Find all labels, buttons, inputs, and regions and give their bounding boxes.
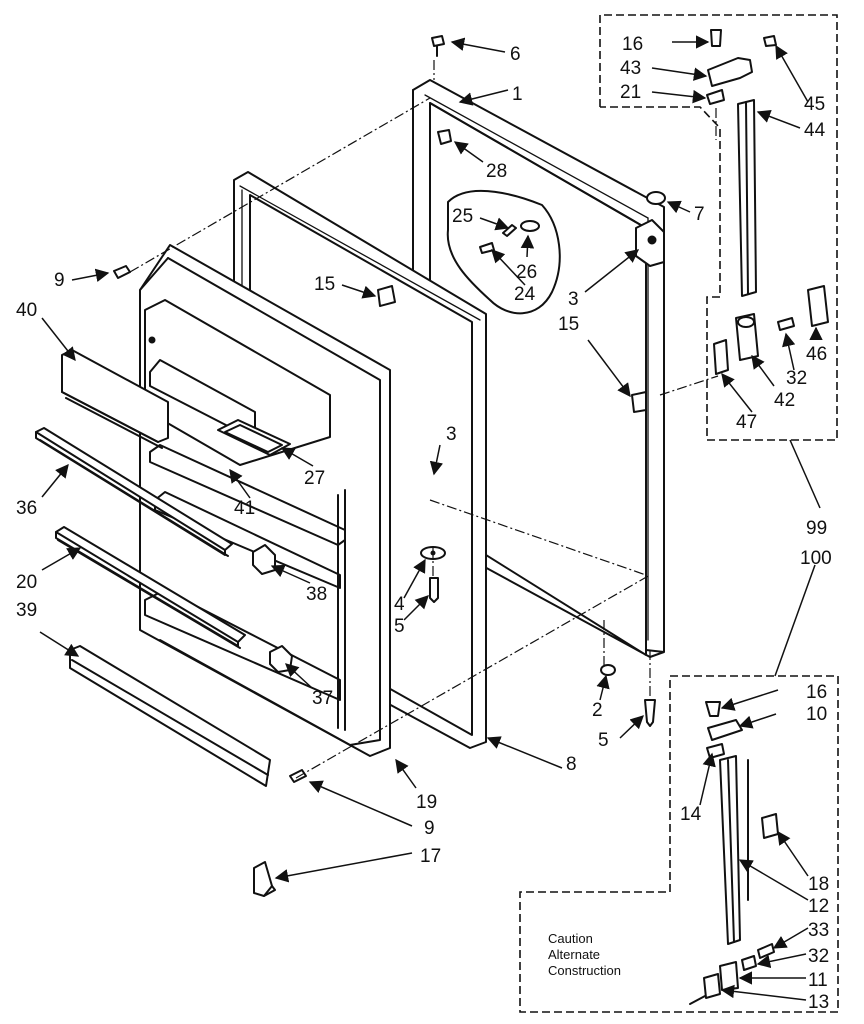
screw-5-right: [644, 699, 656, 727]
callout-32-lower: 32: [808, 946, 829, 967]
shelf-bar-20: [55, 526, 246, 649]
hinge-43: [707, 57, 753, 87]
spacer-47: [713, 339, 729, 375]
callout-40: 40: [16, 300, 37, 321]
caution-note: Caution Alternate Construction: [548, 931, 621, 978]
callout-37: 37: [312, 688, 333, 709]
callout-20: 20: [16, 572, 37, 593]
callout-43: 43: [620, 58, 641, 79]
plate-21: [706, 89, 725, 105]
cover-46: [807, 285, 829, 327]
callout-13: 13: [808, 992, 829, 1013]
stop-7: [646, 191, 666, 205]
callout-19: 19: [416, 792, 437, 813]
callout-38: 38: [306, 584, 327, 605]
screw-9-upper: [113, 265, 131, 279]
clip-15-upper: [377, 285, 396, 307]
cover-18: [761, 813, 779, 839]
callout-2: 2: [592, 700, 603, 721]
callout-10: 10: [806, 704, 827, 725]
plate-14: [706, 743, 725, 759]
callout-26: 26: [516, 262, 537, 283]
callout-99: 99: [806, 518, 827, 539]
callout-9-lower: 9: [424, 818, 435, 839]
callout-21: 21: [620, 82, 641, 103]
callout-7: 7: [694, 204, 705, 225]
screw-32-lower: [741, 955, 757, 971]
callout-45: 45: [804, 94, 825, 115]
callout-5-right: 5: [598, 730, 609, 751]
caution-line-3: Construction: [548, 963, 621, 978]
callout-17: 17: [420, 846, 441, 867]
cap-45: [763, 35, 777, 47]
hinge-13: [689, 973, 721, 1005]
callout-25: 25: [452, 206, 473, 227]
callout-16-lower: 16: [806, 682, 827, 703]
callout-labels: 6 1 28 7 25 26 24 3 15 15 3 9 40 36 27 4…: [16, 34, 832, 1013]
callout-27: 27: [304, 468, 325, 489]
callout-3-upper: 3: [568, 289, 579, 310]
screw-32-upper: [777, 317, 795, 331]
callout-18: 18: [808, 874, 829, 895]
callout-32-upper: 32: [786, 368, 807, 389]
screw-6: [431, 35, 445, 57]
callout-47: 47: [736, 412, 757, 433]
callout-8: 8: [566, 754, 577, 775]
rod-44: [737, 99, 757, 297]
callout-42: 42: [774, 390, 795, 411]
shelf-bar-36: [35, 427, 233, 557]
screw-9-lower: [289, 769, 307, 783]
callout-39: 39: [16, 600, 37, 621]
callout-33: 33: [808, 920, 829, 941]
pad-2: [600, 664, 616, 676]
hinge-42: [735, 313, 759, 361]
inner-door-liner: [139, 244, 391, 757]
alignment-lines: [129, 60, 719, 779]
screw-5-left: [429, 577, 439, 603]
leader-lines: [39, 35, 823, 1001]
callout-14: 14: [680, 804, 702, 825]
hinge-11: [719, 961, 739, 991]
callout-15-upper: 15: [314, 274, 335, 295]
callout-28: 28: [486, 161, 507, 182]
callout-36: 36: [16, 498, 37, 519]
rod-12: [719, 755, 749, 945]
callout-6: 6: [510, 44, 521, 65]
caution-line-1: Caution: [548, 931, 593, 946]
callout-12: 12: [808, 896, 829, 917]
callout-46: 46: [806, 344, 827, 365]
lower-hinge-group-box: [519, 675, 839, 1013]
callout-16-upper: 16: [622, 34, 643, 55]
callout-9-upper: 9: [54, 270, 65, 291]
callout-24: 24: [514, 284, 536, 305]
hinge-screw-16-upper: [710, 29, 722, 47]
callout-11: 11: [808, 970, 828, 991]
hinge-screw-16-lower: [705, 701, 721, 717]
callout-5-left: 5: [394, 616, 405, 637]
screw-33: [757, 943, 775, 959]
hinge-10: [707, 719, 743, 741]
bracket-17: [253, 861, 276, 897]
callout-100: 100: [800, 548, 832, 569]
caution-line-2: Alternate: [548, 947, 600, 962]
callout-4: 4: [394, 594, 405, 615]
callout-15-lower: 15: [558, 314, 579, 335]
callout-1: 1: [512, 84, 523, 105]
callout-3-lower: 3: [446, 424, 457, 445]
callout-41: 41: [234, 498, 255, 519]
upper-hinge-group-box: [599, 14, 838, 441]
callout-44: 44: [804, 120, 826, 141]
